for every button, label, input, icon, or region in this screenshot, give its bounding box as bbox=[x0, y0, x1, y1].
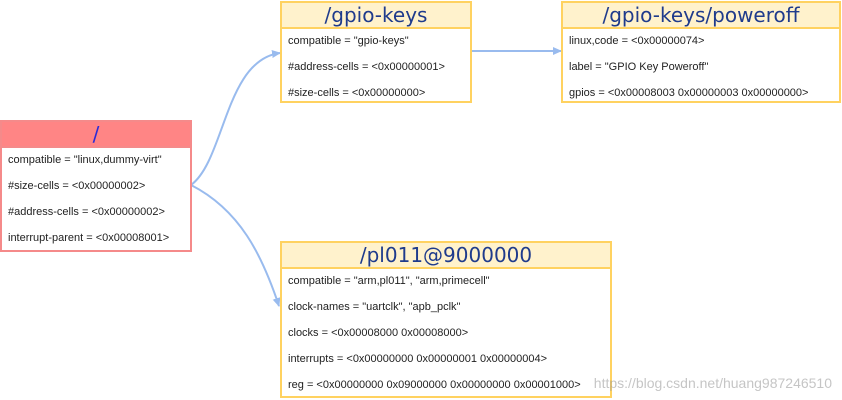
edge-root-to-pl011 bbox=[190, 184, 281, 307]
watermark-text: https://blog.csdn.net/huang987246510 bbox=[593, 375, 832, 391]
edge-root-to-gpio-keys bbox=[190, 50, 281, 186]
node-pl011-row: clock-names = "uartclk", "apb_pclk" bbox=[288, 301, 461, 313]
node-root-row: #size-cells = <0x00000002> bbox=[8, 180, 146, 192]
node-poweroff-row: label = "GPIO Key Poweroff" bbox=[569, 61, 709, 73]
node-pl011-row: compatible = "arm,pl011", "arm,primecell… bbox=[288, 275, 490, 287]
node-root-row: #address-cells = <0x00000002> bbox=[8, 206, 165, 218]
node-pl011-row: reg = <0x00000000 0x09000000 0x00000000 … bbox=[288, 379, 581, 391]
node-pl011-row: clocks = <0x00008000 0x00008000> bbox=[288, 327, 469, 339]
node-poweroff-row: linux,code = <0x00000074> bbox=[569, 35, 705, 47]
node-gpio-keys: /gpio-keys compatible = "gpio-keys" #add… bbox=[280, 1, 472, 103]
node-gpio-keys-row: compatible = "gpio-keys" bbox=[288, 35, 409, 47]
node-root-row: interrupt-parent = <0x00008001> bbox=[8, 232, 170, 244]
node-root-row: compatible = "linux,dummy-virt" bbox=[8, 154, 162, 166]
node-pl011-title: /pl011@9000000 bbox=[282, 243, 610, 269]
node-gpio-keys-title: /gpio-keys bbox=[282, 3, 470, 29]
node-pl011: /pl011@9000000 compatible = "arm,pl011",… bbox=[280, 241, 612, 398]
node-gpio-keys-row: #size-cells = <0x00000000> bbox=[288, 87, 426, 99]
node-root-title: / bbox=[2, 122, 190, 148]
node-root: / compatible = "linux,dummy-virt" #size-… bbox=[0, 120, 192, 252]
node-gpio-keys-row: #address-cells = <0x00000001> bbox=[288, 61, 445, 73]
node-poweroff-row: gpios = <0x00008003 0x00000003 0x0000000… bbox=[569, 87, 809, 99]
node-poweroff-title: /gpio-keys/poweroff bbox=[563, 3, 839, 29]
node-gpio-keys-poweroff: /gpio-keys/poweroff linux,code = <0x0000… bbox=[561, 1, 841, 103]
node-pl011-row: interrupts = <0x00000000 0x00000001 0x00… bbox=[288, 353, 548, 365]
